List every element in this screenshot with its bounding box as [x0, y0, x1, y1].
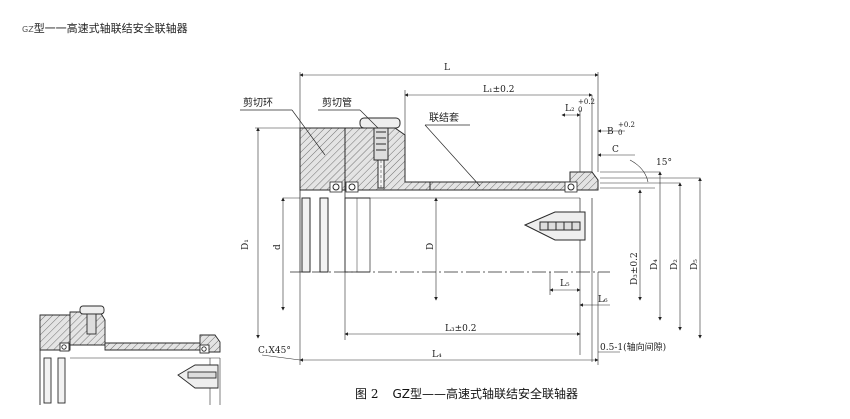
dim-C: C — [612, 145, 619, 155]
dim-L: L — [444, 63, 450, 73]
dim-D4: D₄ — [650, 259, 660, 270]
shear-tube-assembly — [359, 117, 401, 189]
dim-B: B — [607, 127, 614, 137]
label-coupling-sleeve: 联结套 — [429, 111, 459, 124]
dim-L3: L₃±0.2 — [445, 324, 476, 334]
vertical-dimensions — [255, 127, 702, 339]
dim-D: D — [426, 243, 436, 250]
top-dimensions — [299, 72, 700, 189]
dim-L4: L₄ — [432, 350, 442, 360]
dim-B-tol0: 0 — [618, 129, 622, 137]
bearing-right — [564, 181, 578, 193]
dim-D2: D₂ — [670, 259, 680, 270]
thumbnail-view — [39, 305, 221, 405]
bottom-dimensions — [261, 272, 620, 365]
dim-L2: L₂ — [565, 104, 575, 114]
dim-D3: D₃±0.2 — [630, 252, 640, 285]
dim-B-tol: +0.2 — [618, 121, 635, 129]
dim-L2-tol0: 0 — [578, 106, 582, 114]
main-section-view — [290, 117, 610, 273]
dim-angle: 15° — [656, 158, 672, 168]
leaders — [240, 109, 481, 187]
figure-number: 图 2 — [355, 387, 379, 401]
label-shear-tube: 剪切管 — [322, 96, 352, 109]
figure-caption-text: GZ型——高速式轴联结安全联轴器 — [392, 387, 578, 401]
dim-D5: D₅ — [690, 259, 700, 270]
page-title-prefix: GZ — [22, 25, 34, 34]
coupling-sleeve-part — [429, 181, 581, 191]
page-title-text: 型一一高速式轴联结安全联轴器 — [33, 22, 188, 35]
page-title: GZ型一一高速式轴联结安全联轴器 — [22, 20, 188, 36]
dim-chamfer: C₁X45° — [258, 346, 291, 356]
dim-L2-tol: +0.2 — [578, 98, 595, 106]
right-bolt-detail — [523, 211, 586, 241]
dim-L5: L₅ — [560, 279, 570, 289]
figure-caption: 图 2 GZ型——高速式轴联结安全联轴器 — [355, 385, 578, 402]
label-shear-ring: 剪切环 — [243, 96, 273, 109]
dim-L6: L₆ — [598, 295, 608, 305]
dim-D1: D₁ — [241, 239, 251, 250]
dim-L1: L₁±0.2 — [483, 85, 514, 95]
bearing-left — [329, 181, 343, 193]
dim-gap: 0.5-1(轴向间隙) — [600, 341, 666, 353]
dim-d: d — [273, 244, 283, 250]
shear-ring-part — [299, 127, 346, 191]
